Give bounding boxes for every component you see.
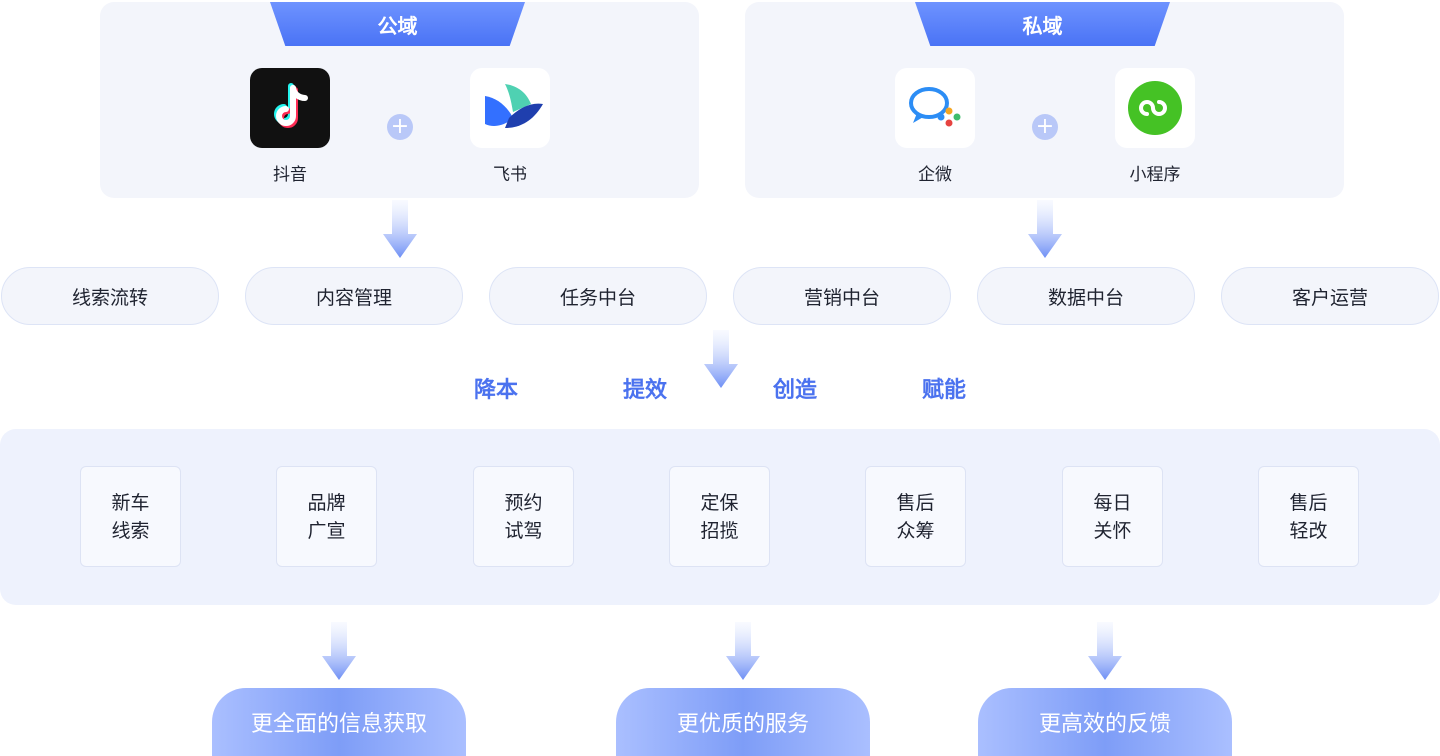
scenario-card: 定保 招揽 [669, 466, 770, 567]
scenario-line: 预约 [504, 491, 543, 514]
scenario-card: 新车 线索 [80, 466, 181, 567]
scenario-card: 售后 轻改 [1258, 466, 1359, 567]
wecom-icon [895, 68, 975, 148]
scenario-card: 每日 关怀 [1062, 466, 1163, 567]
down-arrow-icon [1088, 622, 1122, 680]
module-pill: 线索流转 [1, 267, 219, 325]
mini-program-icon [1115, 68, 1195, 148]
public-domain-title: 公域 [270, 2, 525, 46]
douyin-icon [250, 68, 330, 148]
scenario-line: 售后 [1289, 491, 1328, 514]
app-label: 飞书 [493, 165, 527, 185]
scenario-line: 新车 [111, 491, 150, 514]
feishu-icon [470, 68, 550, 148]
scenario-line: 品牌 [307, 491, 346, 514]
module-pill: 任务中台 [489, 267, 707, 325]
scenario-line: 众筹 [896, 519, 935, 542]
keyword: 提效 [623, 378, 668, 403]
scenario-line: 售后 [896, 491, 935, 514]
keyword: 创造 [773, 378, 818, 403]
down-arrow-icon [726, 622, 760, 680]
module-pill: 客户运营 [1221, 267, 1439, 325]
scenario-line: 轻改 [1289, 519, 1328, 542]
private-domain-panel: 私域 企微 + 小程序 [745, 2, 1344, 198]
app-label: 小程序 [1129, 165, 1181, 185]
down-arrow-icon [1028, 200, 1062, 258]
scenario-card: 品牌 广宣 [276, 466, 377, 567]
module-pill: 数据中台 [977, 267, 1195, 325]
private-domain-title: 私域 [915, 2, 1170, 46]
keyword: 赋能 [922, 378, 967, 403]
scenario-line: 线索 [111, 519, 150, 542]
app-label: 抖音 [273, 165, 307, 185]
scenario-line: 试驾 [504, 519, 543, 542]
scenario-card: 售后 众筹 [865, 466, 966, 567]
scenario-line: 定保 [700, 491, 739, 514]
keyword: 降本 [474, 378, 519, 403]
result-pill: 更优质的服务 [616, 688, 870, 756]
module-pill: 营销中台 [733, 267, 951, 325]
public-domain-panel: 公域 抖音 + 飞书 [100, 2, 699, 198]
down-arrow-icon [383, 200, 417, 258]
plus-icon: + [387, 114, 413, 140]
app-label: 企微 [918, 165, 952, 185]
app-feishu: 飞书 [470, 68, 550, 185]
app-mini-program: 小程序 [1115, 68, 1195, 185]
result-pill: 更高效的反馈 [978, 688, 1232, 756]
app-wecom: 企微 [895, 68, 975, 185]
result-pill: 更全面的信息获取 [212, 688, 466, 756]
plus-icon: + [1032, 114, 1058, 140]
scenario-line: 广宣 [307, 519, 346, 542]
down-arrow-icon [704, 330, 738, 388]
module-pill: 内容管理 [245, 267, 463, 325]
scenario-line: 每日 [1093, 491, 1132, 514]
scenario-card: 预约 试驾 [473, 466, 574, 567]
scenario-line: 关怀 [1093, 519, 1132, 542]
scenario-line: 招揽 [700, 519, 739, 542]
app-douyin: 抖音 [250, 68, 330, 185]
down-arrow-icon [322, 622, 356, 680]
